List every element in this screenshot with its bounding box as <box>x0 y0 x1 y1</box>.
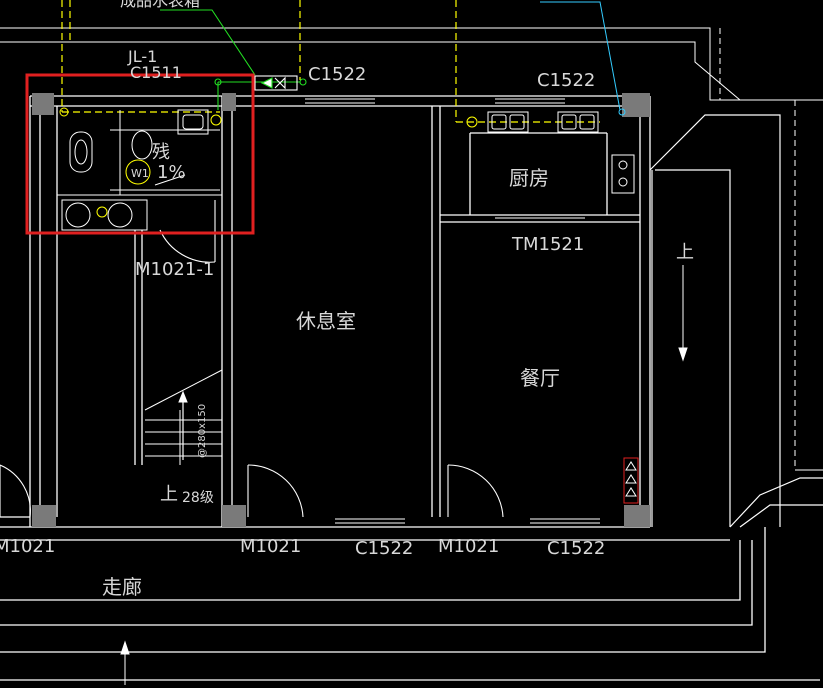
label-m1021-b: M1021 <box>438 536 499 557</box>
outer-boundary-lines <box>0 27 823 471</box>
label-c1522-b: C1522 <box>537 70 595 91</box>
label-up-right: 上 <box>676 242 694 263</box>
label-c1522-a: C1522 <box>308 64 366 85</box>
label-kitchen: 厨房 <box>509 166 549 190</box>
label-wc-symbol: W1 <box>131 167 149 180</box>
label-c1522-d: C1522 <box>547 538 605 559</box>
walls <box>0 95 820 681</box>
electrical-symbols <box>623 457 639 504</box>
right-stair-block <box>649 114 823 528</box>
label-stair-steps: 28级 <box>182 490 214 506</box>
windows <box>305 98 600 524</box>
label-c1522-c: C1522 <box>355 538 413 559</box>
bathroom-fixtures <box>57 107 222 231</box>
doors <box>0 200 504 518</box>
label-m1021-left: M1021 <box>0 536 55 557</box>
label-residue: 残 <box>152 142 170 163</box>
cyan-pipe <box>540 1 626 116</box>
label-jl: JL-1 <box>127 47 157 66</box>
label-lounge: 休息室 <box>296 309 356 333</box>
label-tm: TM1521 <box>511 234 584 255</box>
highlight-box <box>25 73 255 235</box>
label-top-cut: 成品水表箱 <box>120 0 200 10</box>
label-m1021-1: M1021-1 <box>135 259 214 280</box>
columns <box>32 93 650 527</box>
label-stair-dim: @280x150 <box>197 404 208 458</box>
label-dining: 餐厅 <box>520 366 560 390</box>
label-slope: 1% <box>157 162 186 183</box>
water-pipes-green <box>160 9 307 110</box>
label-up-stair: 上 <box>160 484 178 505</box>
label-corridor: 走廊 <box>102 575 142 599</box>
label-m1021-a: M1021 <box>240 536 301 557</box>
staircase <box>120 265 688 685</box>
label-c1511: C1511 <box>130 63 182 82</box>
kitchen-fixtures <box>466 111 635 194</box>
labels: 成品水表箱 JL-1 C1511 C1522 C1522 残 1% W1 厨房 … <box>0 0 694 599</box>
